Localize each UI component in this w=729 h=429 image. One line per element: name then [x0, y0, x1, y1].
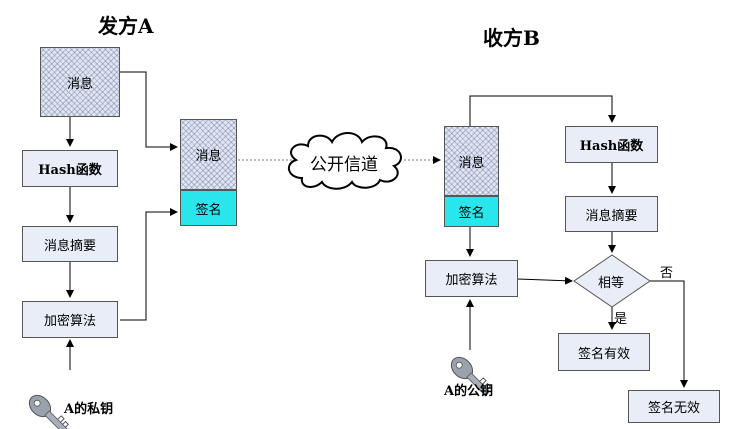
public-key-label: A的公钥 [444, 384, 494, 399]
sender-encrypt-box: 加密算法 [22, 301, 118, 338]
sender-title: 发方A [98, 14, 154, 38]
arrow-decrypt-to-compare [517, 276, 573, 285]
arrow-no-to-invalid [650, 280, 688, 388]
sender-digest-label: 消息摘要 [43, 238, 96, 254]
receiver-message-label: 消息 [458, 155, 485, 171]
arrow-encrypt-to-signature [120, 208, 178, 321]
channel-label: 公开信道 [310, 155, 378, 175]
arrow-recv-message-to-hash [469, 95, 616, 126]
receiver-decrypt-box: 加密算法 [425, 260, 518, 297]
sender-digest-box: 消息摘要 [22, 226, 118, 262]
invalid-label: 签名无效 [647, 401, 700, 416]
transmit-message-box: 消息 [180, 119, 237, 190]
no-label: 否 [660, 266, 674, 281]
receiver-signature-label: 签名 [458, 206, 485, 221]
invalid-box: 签名无效 [628, 390, 720, 423]
receiver-hash-box: Hash函数 [565, 126, 658, 163]
receiver-decrypt-label: 加密算法 [445, 273, 498, 288]
transmit-signature-label: 签名 [195, 202, 222, 218]
key-icon [450, 356, 491, 397]
sender-message-label: 消息 [66, 76, 93, 92]
cloud-icon [287, 132, 402, 190]
private-key-label: A的私钥 [64, 402, 114, 417]
receiver-digest-label: 消息摘要 [585, 208, 638, 224]
key-icon [28, 394, 69, 429]
compare-label: 相等 [598, 276, 625, 291]
receiver-message-box: 消息 [444, 126, 499, 196]
transmit-message-label: 消息 [195, 149, 222, 164]
sender-hash-label: Hash函数 [38, 163, 102, 178]
receiver-signature-box: 签名 [444, 196, 499, 227]
yes-label: 是 [614, 312, 628, 327]
valid-label: 签名有效 [577, 346, 630, 362]
arrow-message-to-transmit [120, 71, 178, 151]
receiver-title: 收方B [483, 26, 540, 50]
sender-message-box: 消息 [40, 47, 120, 117]
transmit-signature-box: 签名 [180, 190, 237, 226]
receiver-digest-box: 消息摘要 [565, 196, 658, 232]
sender-hash-box: Hash函数 [22, 150, 118, 187]
receiver-hash-label: Hash函数 [579, 139, 644, 154]
sender-encrypt-label: 加密算法 [43, 314, 96, 329]
valid-box: 签名有效 [558, 333, 650, 371]
